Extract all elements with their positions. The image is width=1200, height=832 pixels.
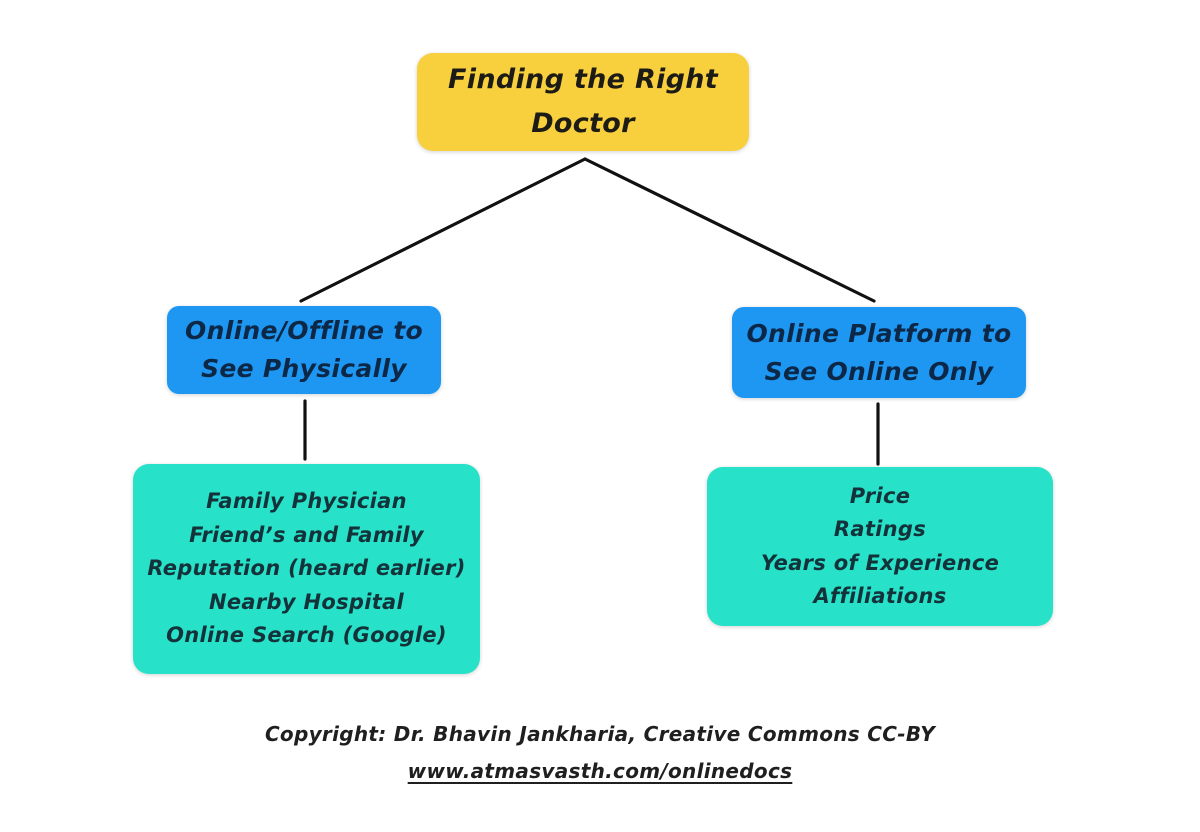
list-item: Friend’s and Family — [189, 522, 424, 547]
right-branch-label-line1: Online Platform to — [746, 318, 1012, 348]
list-item: Nearby Hospital — [208, 589, 405, 614]
list-item: Affiliations — [813, 584, 947, 608]
list-item: Years of Experience — [760, 550, 1000, 575]
edge-root-to-left-branch — [299, 157, 587, 303]
list-item: Price — [849, 483, 911, 508]
edge-root-to-right-branch — [583, 157, 876, 303]
list-item: Family Physician — [206, 489, 407, 514]
node-online-criteria-list: Price Ratings Years of Experience Affili… — [707, 467, 1053, 626]
list-item: Ratings — [833, 517, 927, 541]
footer-url-row: www.atmasvasth.com/onlinedocs — [0, 757, 1200, 785]
footer-url-link[interactable]: www.atmasvasth.com/onlinedocs — [407, 759, 793, 783]
node-online-platform-only: Online Platform to See Online Only — [732, 307, 1026, 398]
node-online-offline-physical: Online/Offline to See Physically — [167, 306, 441, 394]
left-branch-label-line1: Online/Offline to — [185, 316, 423, 345]
root-label-line2: Doctor — [531, 108, 635, 139]
right-branch-label-line2: See Online Only — [764, 356, 994, 386]
copyright-text: Copyright: Dr. Bhavin Jankharia, Creativ… — [264, 722, 936, 746]
list-item: Reputation (heard earlier) — [147, 556, 466, 581]
list-item: Online Search (Google) — [166, 623, 447, 648]
node-finding-the-right-doctor: Finding the Right Doctor — [417, 53, 749, 151]
left-branch-label-line2: See Physically — [201, 354, 407, 383]
root-label-line1: Finding the Right — [448, 64, 718, 95]
node-physical-criteria-list: Family Physician Friend’s and Family Rep… — [133, 464, 480, 674]
